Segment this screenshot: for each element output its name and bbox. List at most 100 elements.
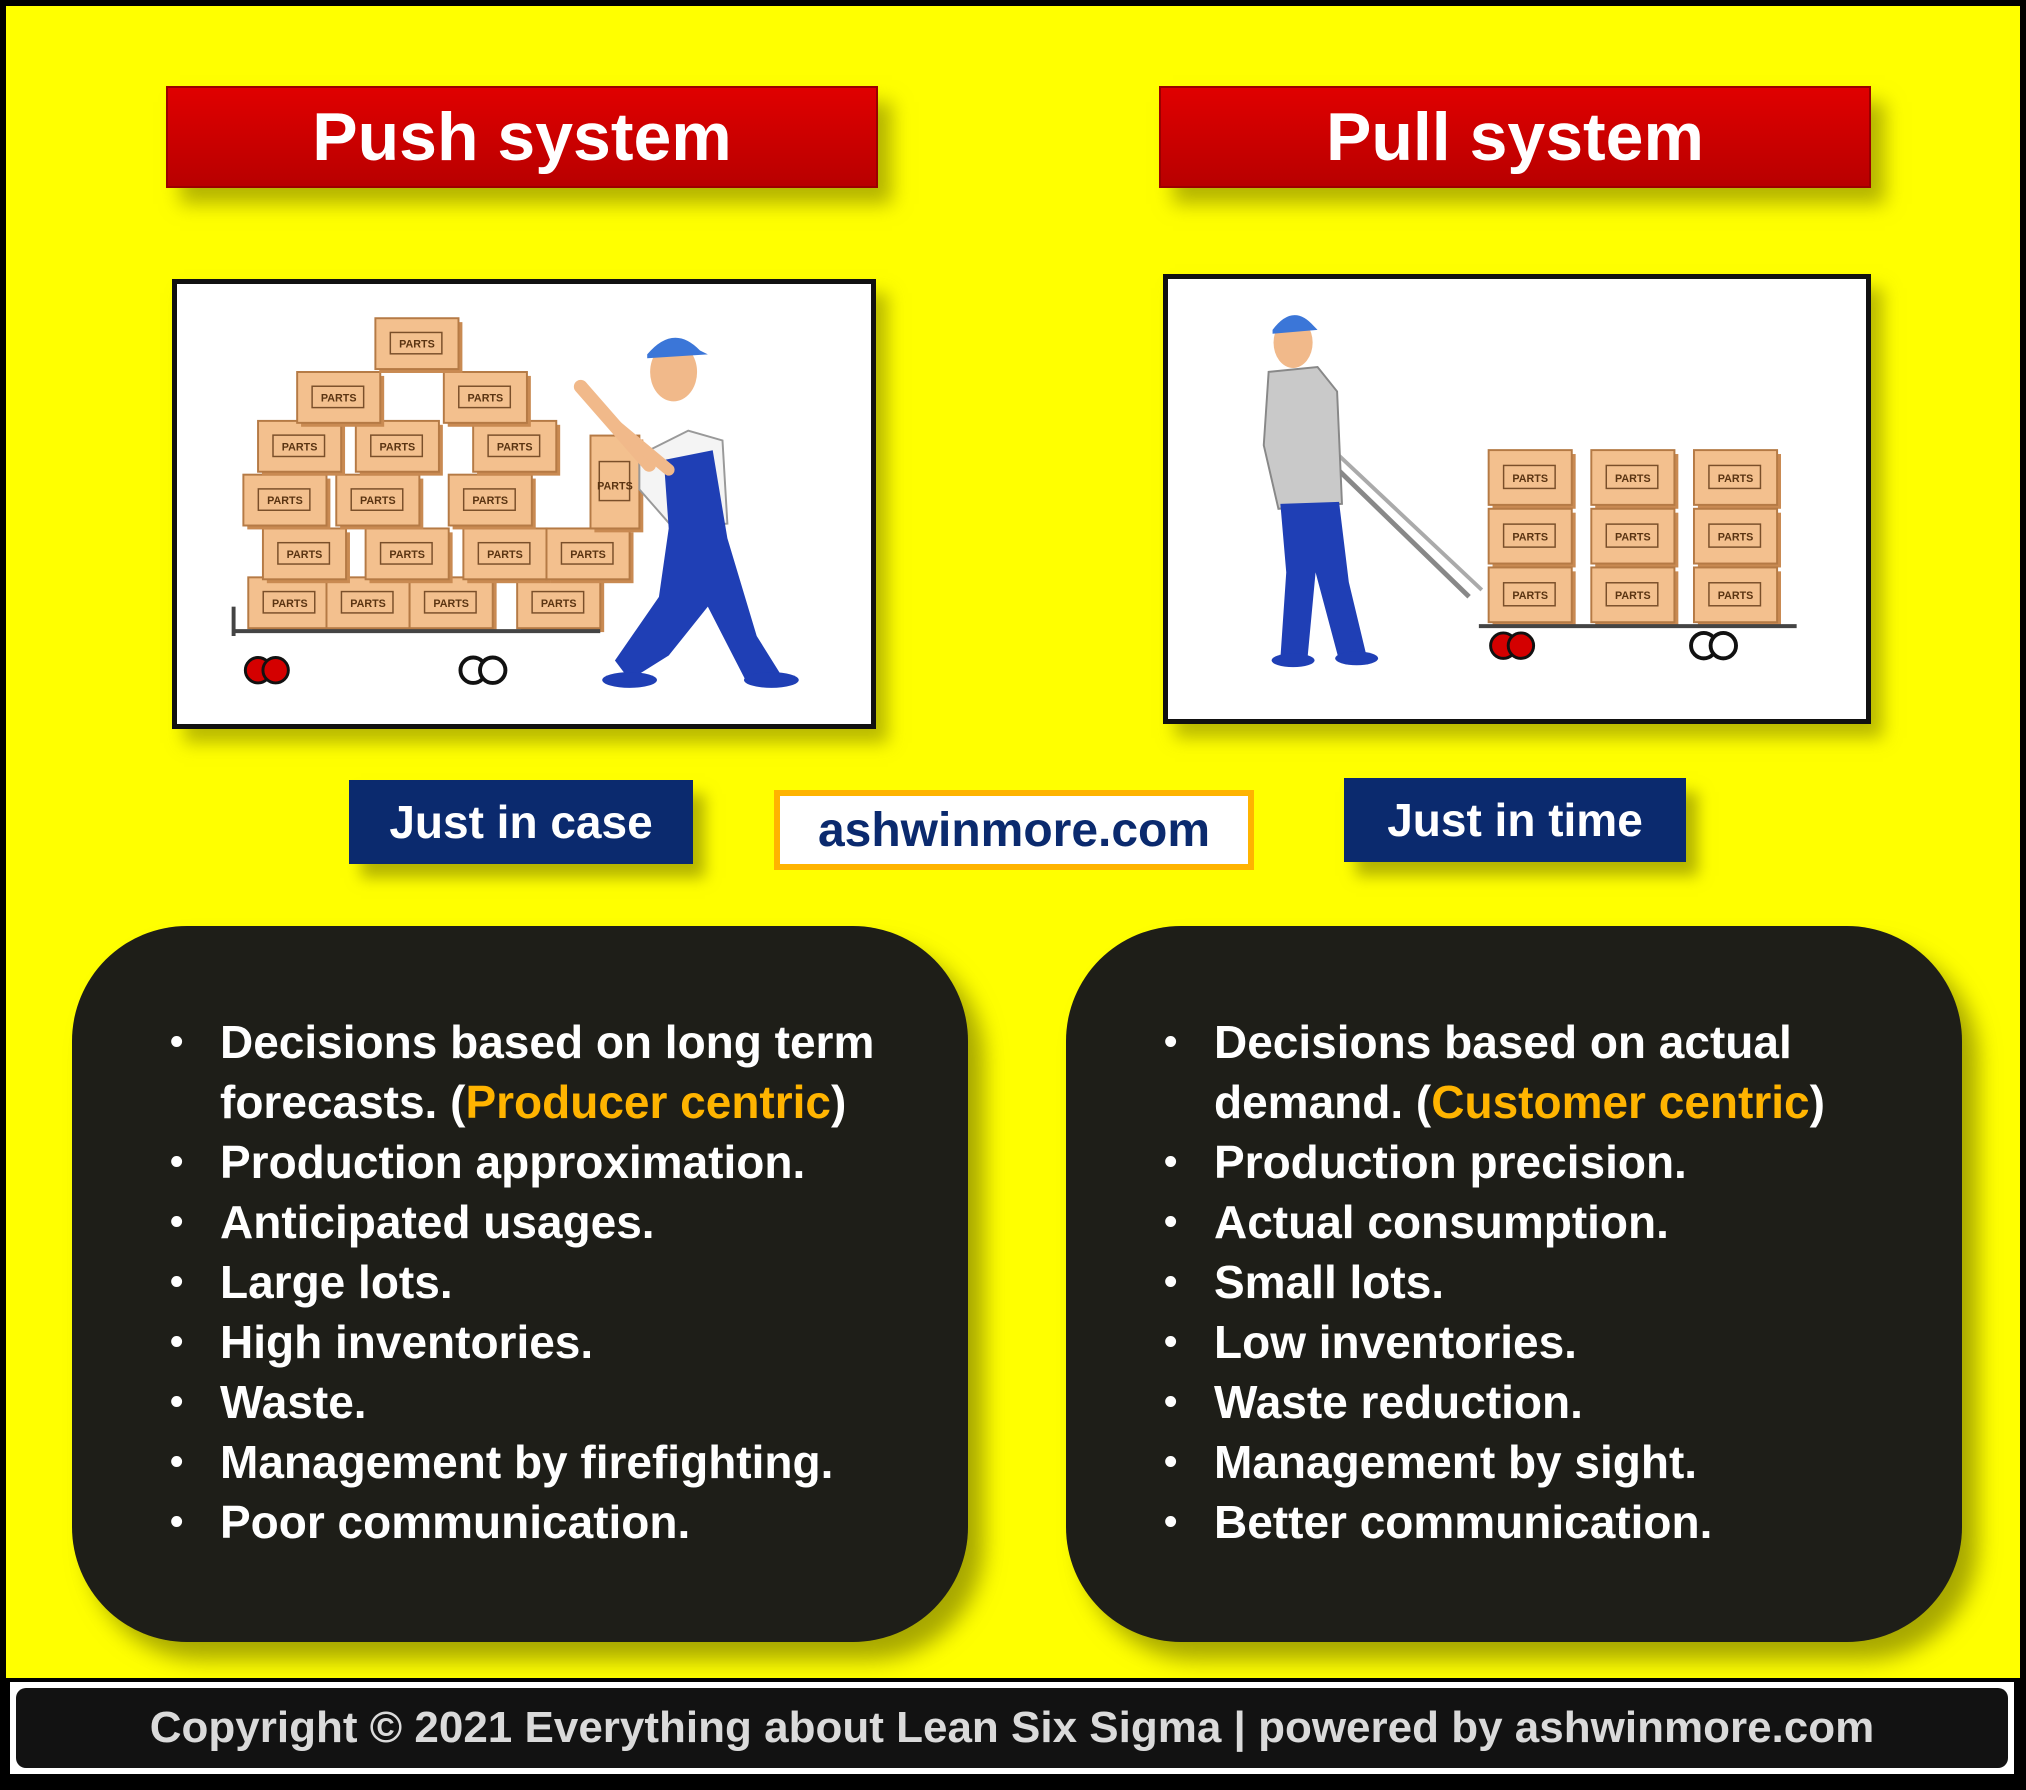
worker-pulling-cart-image: PARTS PARTS PARTS PARTS PARTS PARTS PARTS PARTS… xyxy=(1262,315,1797,668)
bullet-text: Management by sight. xyxy=(1214,1436,1698,1488)
parts-box: PARTS xyxy=(516,576,605,633)
cart-wheel xyxy=(1506,631,1536,660)
list-item: Production approximation. xyxy=(124,1132,928,1192)
box-label: PARTS xyxy=(1718,473,1754,485)
box-label: PARTS xyxy=(272,598,308,610)
bullet-text: Poor communication. xyxy=(220,1496,691,1548)
list-item: Low inventories. xyxy=(1118,1312,1922,1372)
worker-trousers xyxy=(1280,501,1367,661)
list-item: Decisions based on long term forecasts. … xyxy=(124,1012,928,1132)
parts-box: PARTS xyxy=(447,473,536,530)
box-label: PARTS xyxy=(282,441,318,453)
worker-shoe xyxy=(1271,653,1315,668)
box-label: PARTS xyxy=(1512,473,1548,485)
parts-box: PARTS xyxy=(462,527,551,584)
box-label: PARTS xyxy=(468,392,504,404)
bullet-text: Anticipated usages. xyxy=(220,1196,655,1248)
worker-shoe xyxy=(602,672,657,688)
parts-box: PARTS xyxy=(242,473,331,530)
parts-box: PARTS xyxy=(257,419,346,476)
bullet-text: Low inventories. xyxy=(1214,1316,1577,1368)
parts-box: PARTS xyxy=(442,371,531,427)
bullet-text-end: ) xyxy=(831,1076,847,1128)
parts-box: PARTS xyxy=(545,527,634,584)
list-item: Large lots. xyxy=(124,1252,928,1312)
worker-shoe xyxy=(744,672,799,688)
box-label: PARTS xyxy=(472,495,508,507)
bullet-text: Better communication. xyxy=(1214,1496,1713,1548)
just-in-time-label: Just in time xyxy=(1344,778,1686,862)
list-item: Management by firefighting. xyxy=(124,1432,928,1492)
list-item: Anticipated usages. xyxy=(124,1192,928,1252)
cart-wheel xyxy=(1708,631,1738,661)
list-item: Decisions based on actual demand. (Custo… xyxy=(1118,1012,1922,1132)
parts-box: PARTS xyxy=(296,371,385,427)
footer-bar: Copyright © 2021 Everything about Lean S… xyxy=(10,1682,2014,1774)
parts-box: PARTS xyxy=(354,419,443,476)
box-label: PARTS xyxy=(389,549,425,561)
worker-arm xyxy=(1270,378,1316,452)
push-characteristics-list: Decisions based on long term forecasts. … xyxy=(124,1012,928,1552)
list-item: Management by sight. xyxy=(1118,1432,1922,1492)
box-label: PARTS xyxy=(570,549,606,561)
parts-box: PARTS xyxy=(1487,449,1576,509)
bullet-text: Actual consumption. xyxy=(1214,1196,1669,1248)
pull-characteristics-panel: Decisions based on actual demand. (Custo… xyxy=(1066,926,1962,1642)
bullet-text: Production approximation. xyxy=(220,1136,806,1188)
parts-box: PARTS xyxy=(1693,449,1781,509)
box-label: PARTS xyxy=(1615,473,1651,485)
parts-box: PARTS xyxy=(1487,566,1576,627)
box-label: PARTS xyxy=(1615,532,1651,544)
bullet-text: Decisions based on long term forecasts. … xyxy=(220,1016,875,1128)
pull-system-illustration: PARTS PARTS PARTS PARTS PARTS PARTS PARTS PARTS… xyxy=(1163,274,1871,724)
bullet-text: Small lots. xyxy=(1214,1256,1445,1308)
box-label: PARTS xyxy=(433,598,469,610)
parts-box: PARTS xyxy=(1590,449,1679,509)
parts-box: PARTS xyxy=(472,419,561,476)
box-label: PARTS xyxy=(380,441,416,453)
bullet-highlight: Customer centric xyxy=(1431,1076,1810,1128)
website-badge: ashwinmore.com xyxy=(774,790,1254,870)
box-label: PARTS xyxy=(1512,532,1548,544)
parts-box: PARTS xyxy=(335,473,424,530)
list-item: Actual consumption. xyxy=(1118,1192,1922,1252)
worker-arm xyxy=(604,415,675,476)
bullet-text: High inventories. xyxy=(220,1316,594,1368)
bullet-text-end: ) xyxy=(1809,1076,1825,1128)
parts-box: PARTS xyxy=(1590,507,1679,568)
copyright-text: Copyright © 2021 Everything about Lean S… xyxy=(16,1688,2008,1768)
bullet-text: Decisions based on actual demand. ( xyxy=(1214,1016,1792,1128)
worker-cap xyxy=(1272,315,1318,334)
bullet-text: Large lots. xyxy=(220,1256,453,1308)
box-label: PARTS xyxy=(350,598,386,610)
just-in-case-label: Just in case xyxy=(349,780,693,864)
parts-box: PARTS xyxy=(1590,566,1679,627)
cart-wheel xyxy=(478,655,508,685)
pull-system-title: Pull system xyxy=(1159,86,1871,188)
list-item: Waste reduction. xyxy=(1118,1372,1922,1432)
box-label: PARTS xyxy=(1615,590,1651,602)
bullet-text: Production precision. xyxy=(1214,1136,1687,1188)
list-item: High inventories. xyxy=(124,1312,928,1372)
box-label: PARTS xyxy=(597,480,633,492)
push-system-title: Push system xyxy=(166,86,878,188)
box-label: PARTS xyxy=(287,549,323,561)
box-label: PARTS xyxy=(497,441,533,453)
box-label: PARTS xyxy=(1718,590,1754,602)
bottom-border xyxy=(0,1778,2026,1790)
worker-overalls xyxy=(614,450,782,683)
worker-shoe xyxy=(1335,651,1379,666)
cart-handle xyxy=(1316,434,1484,592)
parts-box: PARTS xyxy=(374,317,463,373)
parts-box: PARTS xyxy=(325,576,414,633)
parts-box: PARTS xyxy=(1487,507,1576,568)
list-item: Small lots. xyxy=(1118,1252,1922,1312)
push-characteristics-panel: Decisions based on long term forecasts. … xyxy=(72,926,968,1642)
worker-cap xyxy=(647,337,708,359)
box-label: PARTS xyxy=(267,495,303,507)
parts-box: PARTS xyxy=(247,576,336,633)
box-label: PARTS xyxy=(1512,590,1548,602)
